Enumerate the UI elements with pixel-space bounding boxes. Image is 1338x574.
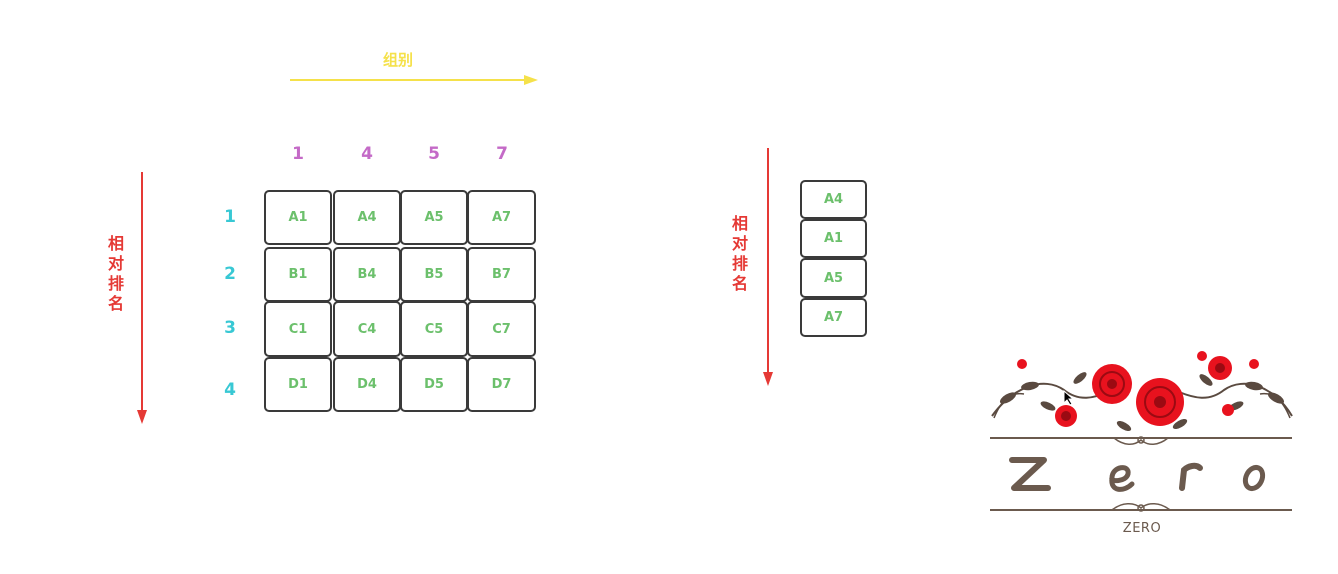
- column-header: 7: [496, 144, 508, 164]
- grid-cell: D7: [467, 357, 536, 412]
- grid-cell: B5: [400, 247, 468, 302]
- zero-logo: ZERO: [984, 346, 1300, 546]
- logo-subtext: ZERO: [1122, 521, 1162, 536]
- ranked-item: A1: [800, 219, 867, 258]
- row-header: 2: [224, 264, 236, 284]
- grid-cell: B4: [333, 247, 401, 302]
- grid-cell: A4: [333, 190, 401, 245]
- grid-cell: D4: [333, 357, 401, 412]
- grid-cell: D5: [400, 357, 468, 412]
- ranked-item: A7: [800, 298, 867, 337]
- group-arrow: [290, 75, 538, 85]
- grid-cell: B7: [467, 247, 536, 302]
- column-header: 1: [292, 144, 304, 164]
- grid-cell: A1: [264, 190, 332, 245]
- rank-label-char: 名: [731, 274, 748, 293]
- grid-cell: D1: [264, 357, 332, 412]
- row-header: 3: [224, 318, 236, 338]
- row-header: 4: [224, 380, 236, 400]
- rank-arrow-right: [763, 148, 773, 386]
- grid-cell: C1: [264, 301, 332, 357]
- rose-ornament-icon: [990, 351, 1293, 512]
- rank-label-right: 相 对 排 名: [728, 214, 752, 294]
- group-label: 组别: [382, 51, 413, 69]
- rank-arrow-left: [137, 172, 147, 424]
- rank-label-char: 相: [107, 234, 124, 253]
- rank-label-char: 名: [107, 294, 124, 313]
- rank-label-char: 对: [107, 254, 124, 273]
- mouse-cursor-icon: [1063, 390, 1075, 406]
- ranked-item: A4: [800, 180, 867, 219]
- rank-label-char: 相: [731, 214, 748, 233]
- grid-cell: C4: [333, 301, 401, 357]
- grid-cell: A5: [400, 190, 468, 245]
- rank-label-char: 排: [731, 254, 748, 273]
- rank-label-left: 相 对 排 名: [104, 234, 128, 314]
- rank-label-char: 排: [107, 274, 124, 293]
- ranked-item: A5: [800, 258, 867, 298]
- grid-cell: A7: [467, 190, 536, 245]
- column-header: 5: [428, 144, 440, 164]
- rank-label-char: 对: [731, 234, 748, 253]
- grid-cell: C5: [400, 301, 468, 357]
- grid-cell: C7: [467, 301, 536, 357]
- column-header: 4: [361, 144, 373, 164]
- row-header: 1: [224, 207, 236, 227]
- grid-cell: B1: [264, 247, 332, 302]
